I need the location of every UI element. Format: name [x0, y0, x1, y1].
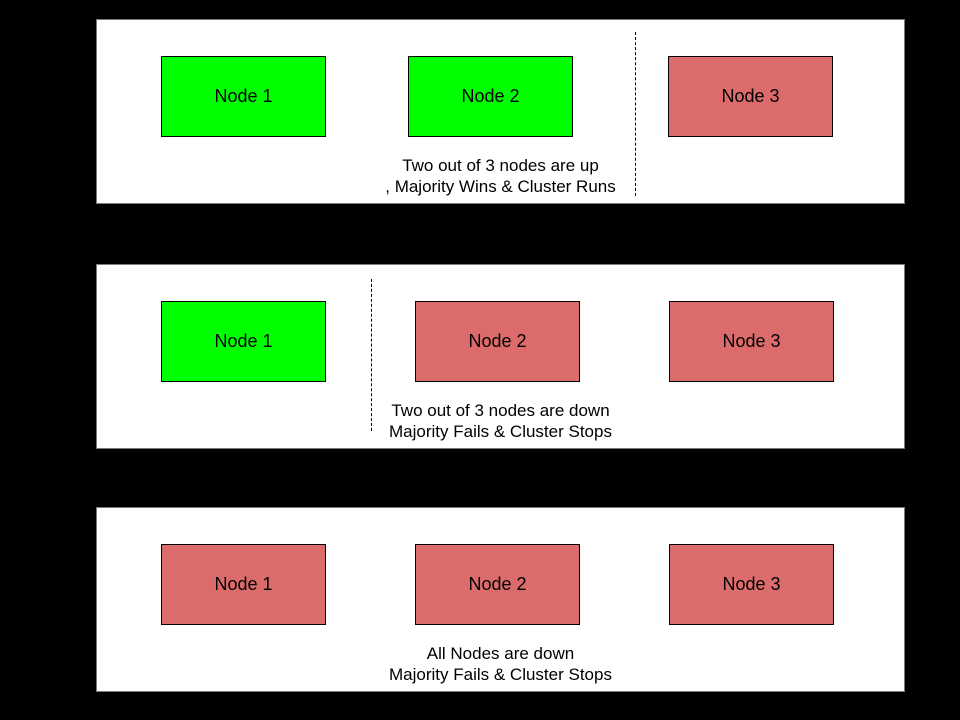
node-2-box: Node 2 — [415, 301, 580, 382]
node-1-box: Node 1 — [161, 301, 326, 382]
scenario-caption: Two out of 3 nodes are up , Majority Win… — [97, 155, 904, 197]
node-2-label: Node 2 — [461, 86, 520, 106]
panel-two-nodes-down: Node 1 Node 2 Node 3 Two out of 3 nodes … — [96, 264, 905, 449]
node-1-label: Node 1 — [214, 574, 273, 594]
scenario-caption: All Nodes are down Majority Fails & Clus… — [97, 643, 904, 685]
caption-line-2: Majority Fails & Cluster Stops — [389, 665, 612, 684]
node-2-box: Node 2 — [415, 544, 580, 625]
node-1-label: Node 1 — [214, 331, 273, 351]
node-3-box: Node 3 — [668, 56, 833, 137]
node-2-box: Node 2 — [408, 56, 573, 137]
node-1-box: Node 1 — [161, 544, 326, 625]
node-3-label: Node 3 — [722, 331, 781, 351]
caption-line-1: Two out of 3 nodes are up — [402, 156, 599, 175]
node-3-label: Node 3 — [722, 574, 781, 594]
node-3-box: Node 3 — [669, 544, 834, 625]
node-2-label: Node 2 — [468, 574, 527, 594]
node-1-label: Node 1 — [214, 86, 273, 106]
caption-line-2: , Majority Wins & Cluster Runs — [385, 177, 616, 196]
node-3-label: Node 3 — [721, 86, 780, 106]
node-2-label: Node 2 — [468, 331, 527, 351]
partition-dashed-line — [635, 32, 636, 196]
caption-line-2: Majority Fails & Cluster Stops — [389, 422, 612, 441]
panel-two-nodes-up: Node 1 Node 2 Node 3 Two out of 3 nodes … — [96, 19, 905, 204]
node-1-box: Node 1 — [161, 56, 326, 137]
caption-line-1: Two out of 3 nodes are down — [391, 401, 610, 420]
partition-dashed-line — [371, 279, 372, 431]
panel-all-nodes-down: Node 1 Node 2 Node 3 All Nodes are down … — [96, 507, 905, 692]
scenario-caption: Two out of 3 nodes are down Majority Fai… — [97, 400, 904, 442]
caption-line-1: All Nodes are down — [426, 644, 575, 663]
node-3-box: Node 3 — [669, 301, 834, 382]
